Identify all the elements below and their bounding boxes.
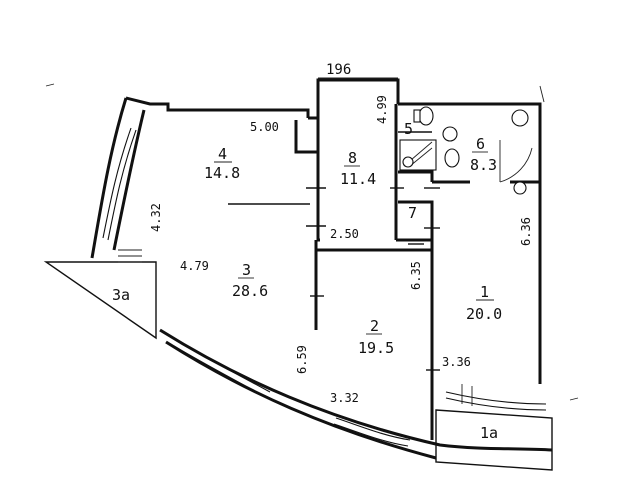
dim-3-36: 3.36 [442,355,471,369]
scan-marks [45,83,579,401]
sink [442,126,458,142]
dim-196: 196 [326,62,351,78]
windows [102,127,547,447]
room-number: 6 [476,135,485,153]
room-area: 28.6 [232,282,268,300]
wall-bottom-curve-outer [165,340,437,460]
room-5: 5 [404,120,413,138]
room-area: 19.5 [358,339,394,357]
wall-closet [294,118,320,154]
dim-6-35: 6.35 [409,261,423,290]
room-3a: 3a [112,286,130,304]
wall-right [398,102,542,384]
room-number: 2 [370,317,379,335]
fixture-round [513,181,527,195]
dim-4-32: 4.32 [149,203,163,232]
room-1: 1 20.0 [466,283,502,323]
room-number: 1a [480,424,498,442]
dim-5-00: 5.00 [250,120,279,134]
bathroom-fixtures [399,106,529,195]
room-3: 3 28.6 [232,261,268,300]
door-marks [306,187,440,371]
dimension-labels: 196 4.99 5.00 4.32 2.50 6.36 6.35 4.79 6… [149,62,533,405]
balcony-3a-outline [43,261,157,340]
room-2: 2 19.5 [358,317,394,357]
room-number: 4 [218,145,227,163]
wall-top-bathroom [316,78,400,118]
room-number: 8 [348,149,357,167]
wall-left-curve-outer [90,97,128,259]
room-area: 8.3 [470,156,497,174]
toilet-bowl [418,106,434,126]
interior-walls [228,104,540,440]
toilet-2 [444,148,460,168]
room-area: 14.8 [204,164,240,182]
room-area: 11.4 [340,170,376,188]
balcony-1a-outline [435,409,553,471]
room-labels: 4 14.8 8 11.4 5 6 8.3 7 3 28.6 3a 2 [112,120,502,442]
wall-left-curve-inner [112,109,146,251]
room-number: 1 [480,283,489,301]
wall-room6-bottom [398,170,434,182]
room-number: 5 [404,120,413,138]
dim-6-59: 6.59 [295,345,309,374]
room-7: 7 [408,204,417,222]
dim-4-79: 4.79 [180,259,209,273]
room-number: 3a [112,286,130,304]
room-4: 4 14.8 [204,145,240,182]
wall-hall-left [316,152,320,242]
room-area: 20.0 [466,305,502,323]
sink-2 [511,109,529,127]
dim-2-50: 2.50 [330,227,359,241]
room-number: 3 [242,261,251,279]
room-number: 7 [408,204,417,222]
wall-top-left [125,96,310,118]
dim-4-99: 4.99 [375,95,389,124]
dim-3-32: 3.32 [330,391,359,405]
room-1a: 1a [480,424,498,442]
room-8: 8 11.4 [340,149,376,188]
room-6: 6 8.3 [470,135,497,174]
dim-6-36: 6.36 [519,217,533,246]
